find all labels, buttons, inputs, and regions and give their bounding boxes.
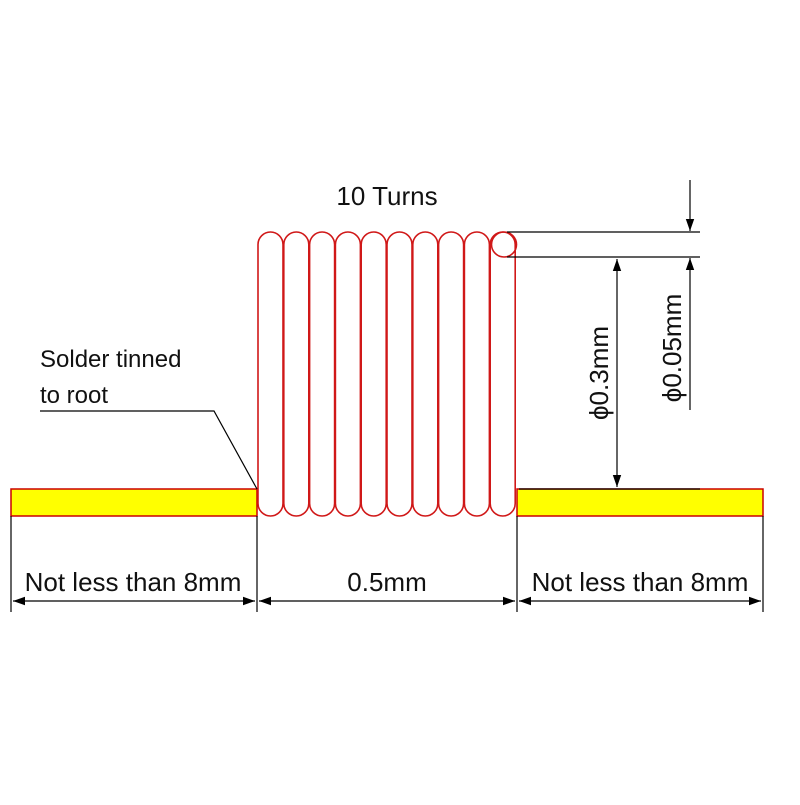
coil-length-label: 0.5mm — [347, 567, 426, 597]
left-lead — [10, 488, 258, 517]
coil-turn — [334, 231, 362, 517]
coil-turn — [360, 231, 388, 517]
coil-turn — [489, 231, 517, 517]
wire-diameter-label: ϕ0.05mm — [657, 294, 687, 402]
coil-turn — [463, 231, 491, 517]
left-lead-length-label: Not less than 8mm — [25, 567, 242, 597]
coil — [257, 231, 518, 517]
coil-turn — [282, 231, 310, 517]
coil-diameter-label: ϕ0.3mm — [584, 326, 614, 420]
coil-turn — [308, 231, 336, 517]
right-lead — [516, 488, 764, 517]
coil-turn — [437, 231, 465, 517]
dimension-lines — [10, 180, 764, 612]
coil-turn — [257, 231, 284, 517]
coil-turn — [411, 231, 439, 517]
coil-turn — [386, 231, 413, 517]
right-lead-length-label: Not less than 8mm — [532, 567, 749, 597]
solder-note-line1: Solder tinned — [40, 346, 181, 373]
wire-cross-section — [490, 231, 518, 258]
turns-label: 10 Turns — [336, 181, 437, 211]
solder-leader-line — [40, 410, 258, 490]
solder-note-line2: to root — [40, 382, 108, 409]
